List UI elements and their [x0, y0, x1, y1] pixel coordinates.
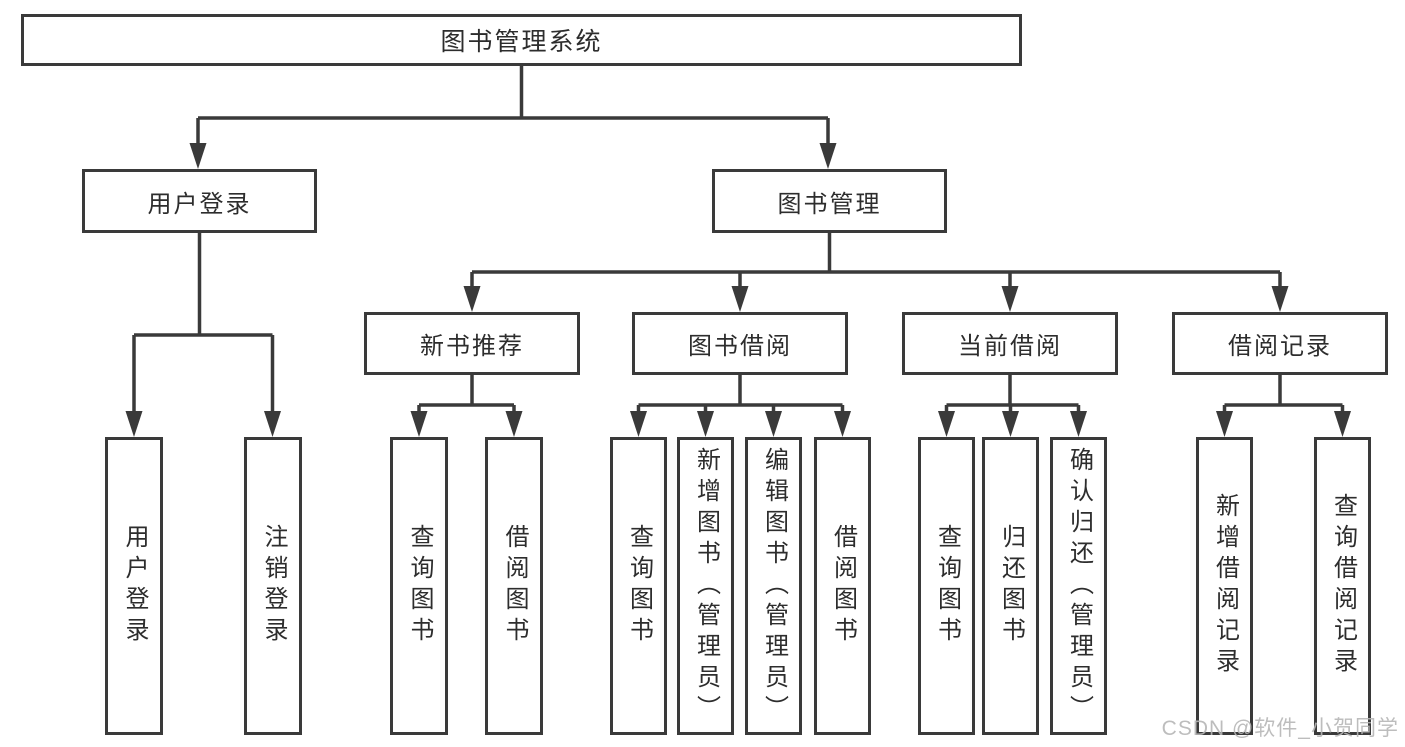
node-label: 查询图书 [933, 524, 961, 648]
node-borrowing-records: 借阅记录 [1172, 312, 1388, 375]
node-label: 查询图书 [625, 524, 653, 648]
leaf-query-borrow-record: 查询借阅记录 [1314, 437, 1371, 735]
leaf-user-login: 用户登录 [105, 437, 163, 735]
node-label: 新增图书（管理员） [692, 446, 720, 726]
leaf-borrowing-query-books: 查询图书 [610, 437, 667, 735]
leaf-confirm-return-admin: 确认归还（管理员） [1050, 437, 1107, 735]
node-new-book-recommend: 新书推荐 [364, 312, 580, 375]
leaf-add-borrow-record: 新增借阅记录 [1196, 437, 1253, 735]
node-book-management: 图书管理 [712, 169, 947, 233]
node-library-management-system: 图书管理系统 [21, 14, 1022, 66]
leaf-current-query-books: 查询图书 [918, 437, 975, 735]
node-label: 归还图书 [997, 524, 1025, 648]
node-label: 注销登录 [260, 524, 287, 648]
csdn-watermark: CSDN @软件_小贺同学 [1161, 717, 1399, 740]
node-label: 新书推荐 [420, 333, 524, 360]
node-label: 图书管理 [777, 190, 882, 218]
node-label: 新增借阅记录 [1211, 493, 1239, 679]
leaf-borrowing-borrow-books: 借阅图书 [814, 437, 871, 735]
node-label: 用户登录 [121, 524, 148, 648]
node-label: 借阅图书 [501, 524, 528, 648]
node-label: 当前借阅 [958, 333, 1062, 360]
leaf-return-books: 归还图书 [982, 437, 1039, 735]
node-current-borrowing: 当前借阅 [902, 312, 1118, 375]
leaf-logout: 注销登录 [244, 437, 302, 735]
leaf-add-books-admin: 新增图书（管理员） [677, 437, 734, 735]
leaf-recommend-query-books: 查询图书 [390, 437, 448, 735]
node-user-login: 用户登录 [82, 169, 317, 233]
node-label: 图书管理系统 [440, 28, 603, 56]
node-label: 编辑图书（管理员） [760, 446, 788, 726]
leaf-recommend-borrow-books: 借阅图书 [485, 437, 543, 735]
node-label: 查询图书 [406, 524, 433, 648]
node-label: 用户登录 [147, 190, 252, 218]
node-label: 借阅图书 [829, 524, 857, 648]
node-label: 图书借阅 [688, 333, 792, 360]
node-label: 查询借阅记录 [1329, 493, 1357, 679]
node-label: 确认归还（管理员） [1065, 446, 1093, 726]
node-label: 借阅记录 [1228, 333, 1332, 360]
leaf-edit-books-admin: 编辑图书（管理员） [745, 437, 802, 735]
node-book-borrowing: 图书借阅 [632, 312, 848, 375]
